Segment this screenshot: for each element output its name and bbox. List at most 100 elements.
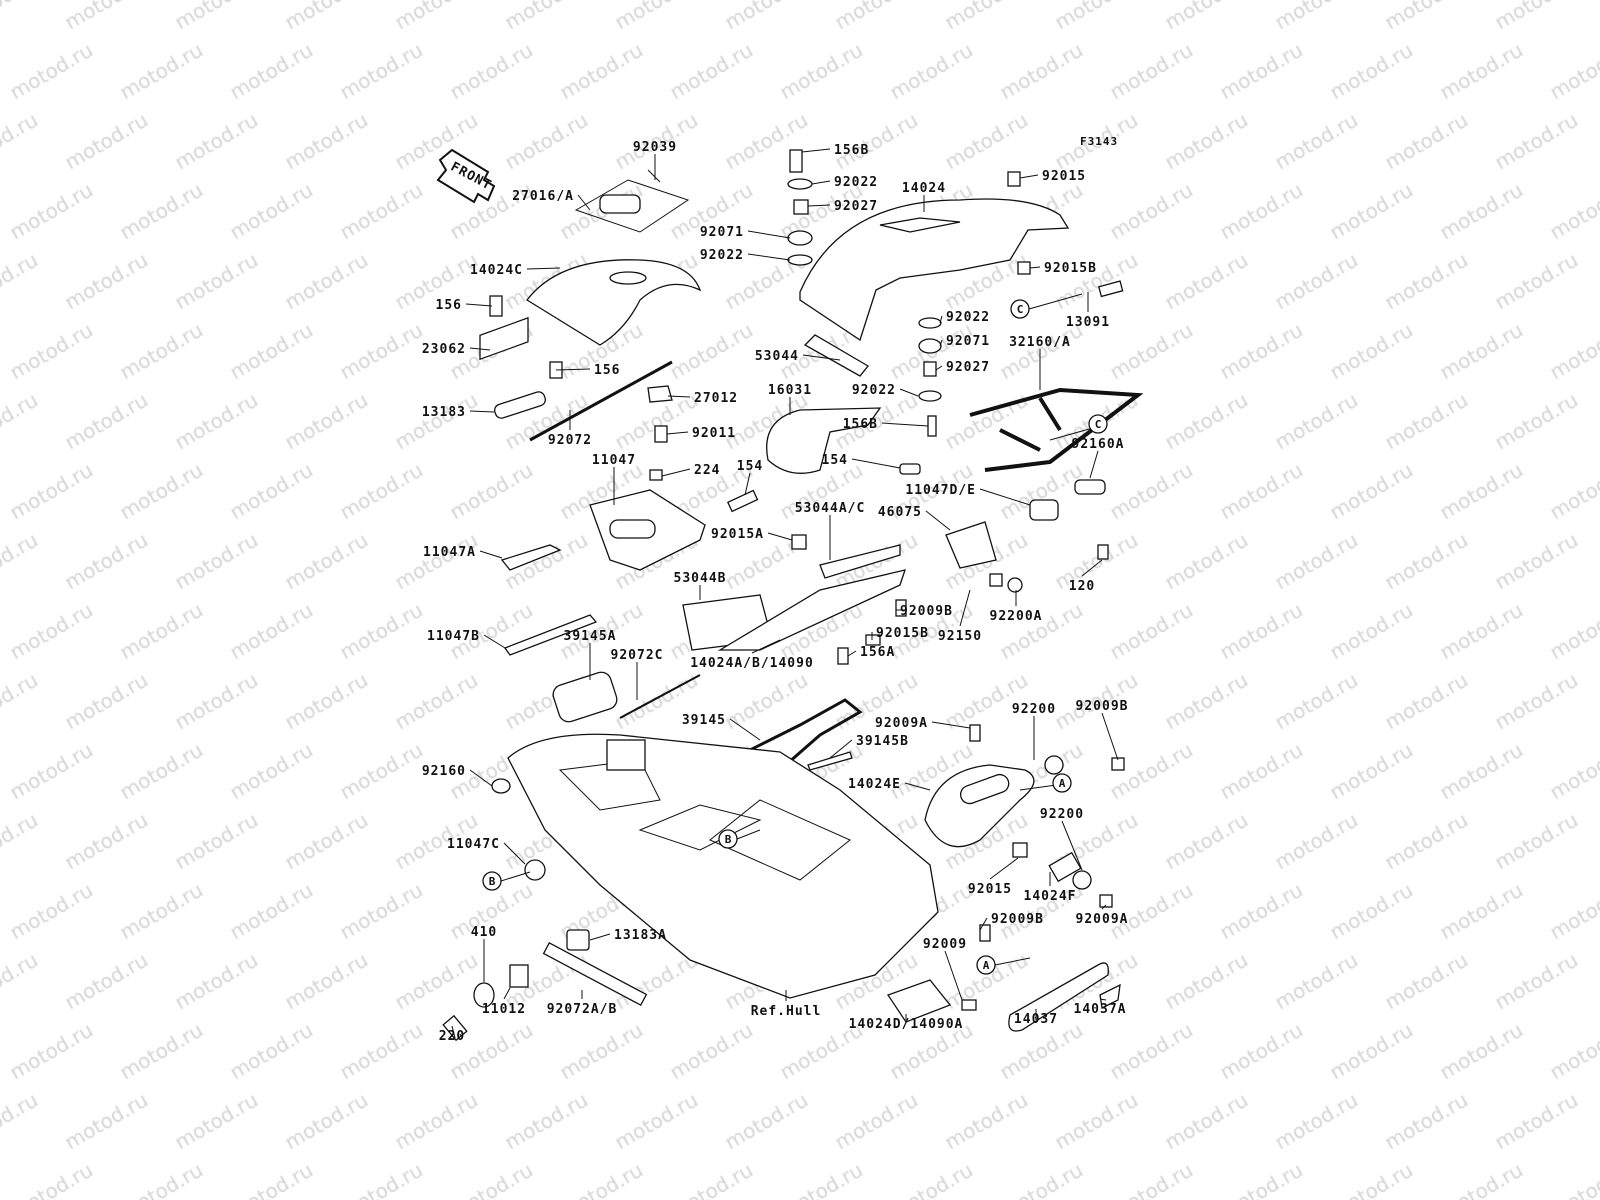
part-number-label: 92009 bbox=[923, 937, 967, 952]
part-number-label: 14024F bbox=[1024, 889, 1077, 904]
part-number-label: 14024E bbox=[848, 777, 901, 792]
reference-marker-letter: B bbox=[725, 833, 732, 846]
leader-line bbox=[469, 410, 495, 413]
part-number-label: 13183 bbox=[422, 405, 466, 420]
part-number-label: 92011 bbox=[692, 426, 736, 441]
part-labels: 92039 27016/A 92071 92022 14024C 156 23062 156 1… bbox=[422, 140, 1128, 1044]
part-number-label: 92027 bbox=[946, 360, 990, 375]
part-number-label: 92009B bbox=[900, 604, 953, 619]
leader-line bbox=[979, 917, 988, 931]
reference-marker-circle bbox=[482, 871, 502, 891]
part-number-label: 27012 bbox=[694, 391, 738, 406]
leader-line bbox=[807, 204, 831, 207]
part-number-label: 11012 bbox=[482, 1002, 526, 1017]
leader-line bbox=[899, 388, 919, 397]
figure-code: F3143 bbox=[1080, 135, 1118, 148]
part-number-label: 13183A bbox=[614, 928, 667, 943]
part-number-label: 154 bbox=[737, 459, 763, 474]
leader-line bbox=[667, 395, 691, 398]
leader-line bbox=[979, 488, 1031, 506]
part-number-label: 92022 bbox=[834, 175, 878, 190]
leader-line bbox=[989, 857, 1019, 880]
part-number-label: 92200 bbox=[1012, 702, 1056, 717]
leader-line bbox=[483, 634, 506, 649]
leader-line bbox=[944, 950, 963, 1001]
leader-line bbox=[479, 550, 503, 559]
leader-line bbox=[847, 650, 857, 657]
part-number-label: 92072 bbox=[548, 433, 592, 448]
leader-line bbox=[904, 782, 931, 791]
part-number-label: 224 bbox=[694, 463, 720, 478]
part-number-label: 14037A bbox=[1074, 1002, 1127, 1017]
leader-line bbox=[881, 422, 929, 427]
part-number-label: 14024 bbox=[902, 181, 946, 196]
part-number-label: 92009A bbox=[875, 716, 928, 731]
part-number-label: 92015 bbox=[968, 882, 1012, 897]
part-number-label: 14037 bbox=[1014, 1012, 1058, 1027]
part-number-label: 39145 bbox=[682, 713, 726, 728]
part-number-label: Ref.Hull bbox=[751, 1004, 822, 1019]
leader-line bbox=[1099, 998, 1107, 1001]
leader-line bbox=[747, 253, 791, 261]
reference-marker-circle bbox=[1052, 773, 1072, 793]
leader-line bbox=[935, 365, 943, 371]
leader-line bbox=[465, 303, 493, 307]
reference-marker-letter: A bbox=[1059, 777, 1066, 790]
part-number-label: 11047B bbox=[427, 629, 480, 644]
part-number-label: 92071 bbox=[946, 334, 990, 349]
leader-line bbox=[801, 148, 831, 153]
part-number-label: 16031 bbox=[768, 383, 812, 398]
part-number-label: 156 bbox=[436, 298, 462, 313]
leader-line bbox=[1101, 904, 1107, 910]
leader-line bbox=[1019, 174, 1039, 179]
part-number-label: 53044A/C bbox=[795, 501, 866, 516]
marker-leader-line bbox=[500, 871, 531, 882]
reference-marker-letter: A bbox=[983, 959, 990, 972]
part-number-label: 23062 bbox=[422, 342, 466, 357]
part-number-label: 92027 bbox=[834, 199, 878, 214]
leader-line bbox=[939, 339, 943, 347]
part-number-label: 120 bbox=[1069, 579, 1095, 594]
leader-line bbox=[802, 354, 841, 361]
part-number-label: 11047A bbox=[423, 545, 476, 560]
part-number-label: 92022 bbox=[852, 383, 896, 398]
reference-marker-circle bbox=[976, 955, 996, 975]
leader-line bbox=[829, 739, 853, 759]
leader-line bbox=[811, 180, 831, 185]
part-number-label: 154 bbox=[822, 453, 848, 468]
part-number-label: 14024D/14090A bbox=[849, 1017, 964, 1032]
part-number-label: 156 bbox=[594, 363, 620, 378]
part-number-label: 220 bbox=[439, 1029, 465, 1044]
leader-line bbox=[959, 589, 971, 627]
leader-line bbox=[469, 347, 491, 351]
leader-line bbox=[931, 721, 971, 729]
part-number-label: 156B bbox=[834, 143, 869, 158]
part-number-label: 92022 bbox=[946, 310, 990, 325]
part-number-label: 92009B bbox=[991, 912, 1044, 927]
part-number-label: 92071 bbox=[700, 225, 744, 240]
part-number-label: 39145A bbox=[564, 629, 617, 644]
part-number-label: 13091 bbox=[1066, 315, 1110, 330]
leader-line bbox=[661, 468, 691, 477]
leader-line bbox=[747, 230, 791, 239]
part-number-label: 92039 bbox=[633, 140, 677, 155]
leader-line bbox=[925, 510, 951, 531]
part-number-label: 92015 bbox=[1042, 169, 1086, 184]
reference-marker-letter: C bbox=[1017, 303, 1024, 316]
part-number-label: 410 bbox=[471, 925, 497, 940]
leader-line bbox=[503, 987, 511, 1000]
leader-line bbox=[503, 842, 526, 865]
leader-line bbox=[451, 1025, 456, 1039]
reference-marker-circle bbox=[1088, 414, 1108, 434]
part-number-label: 92072C bbox=[611, 648, 664, 663]
part-number-label: 92160 bbox=[422, 764, 466, 779]
marker-leader-line bbox=[736, 829, 761, 840]
part-number-label: 11047D/E bbox=[905, 483, 976, 498]
part-number-label: 27016/A bbox=[512, 189, 574, 204]
reference-marker-letter: B bbox=[489, 875, 496, 888]
part-shapes bbox=[442, 149, 1144, 1042]
part-number-label: 92150 bbox=[938, 629, 982, 644]
leader-line bbox=[729, 718, 761, 741]
